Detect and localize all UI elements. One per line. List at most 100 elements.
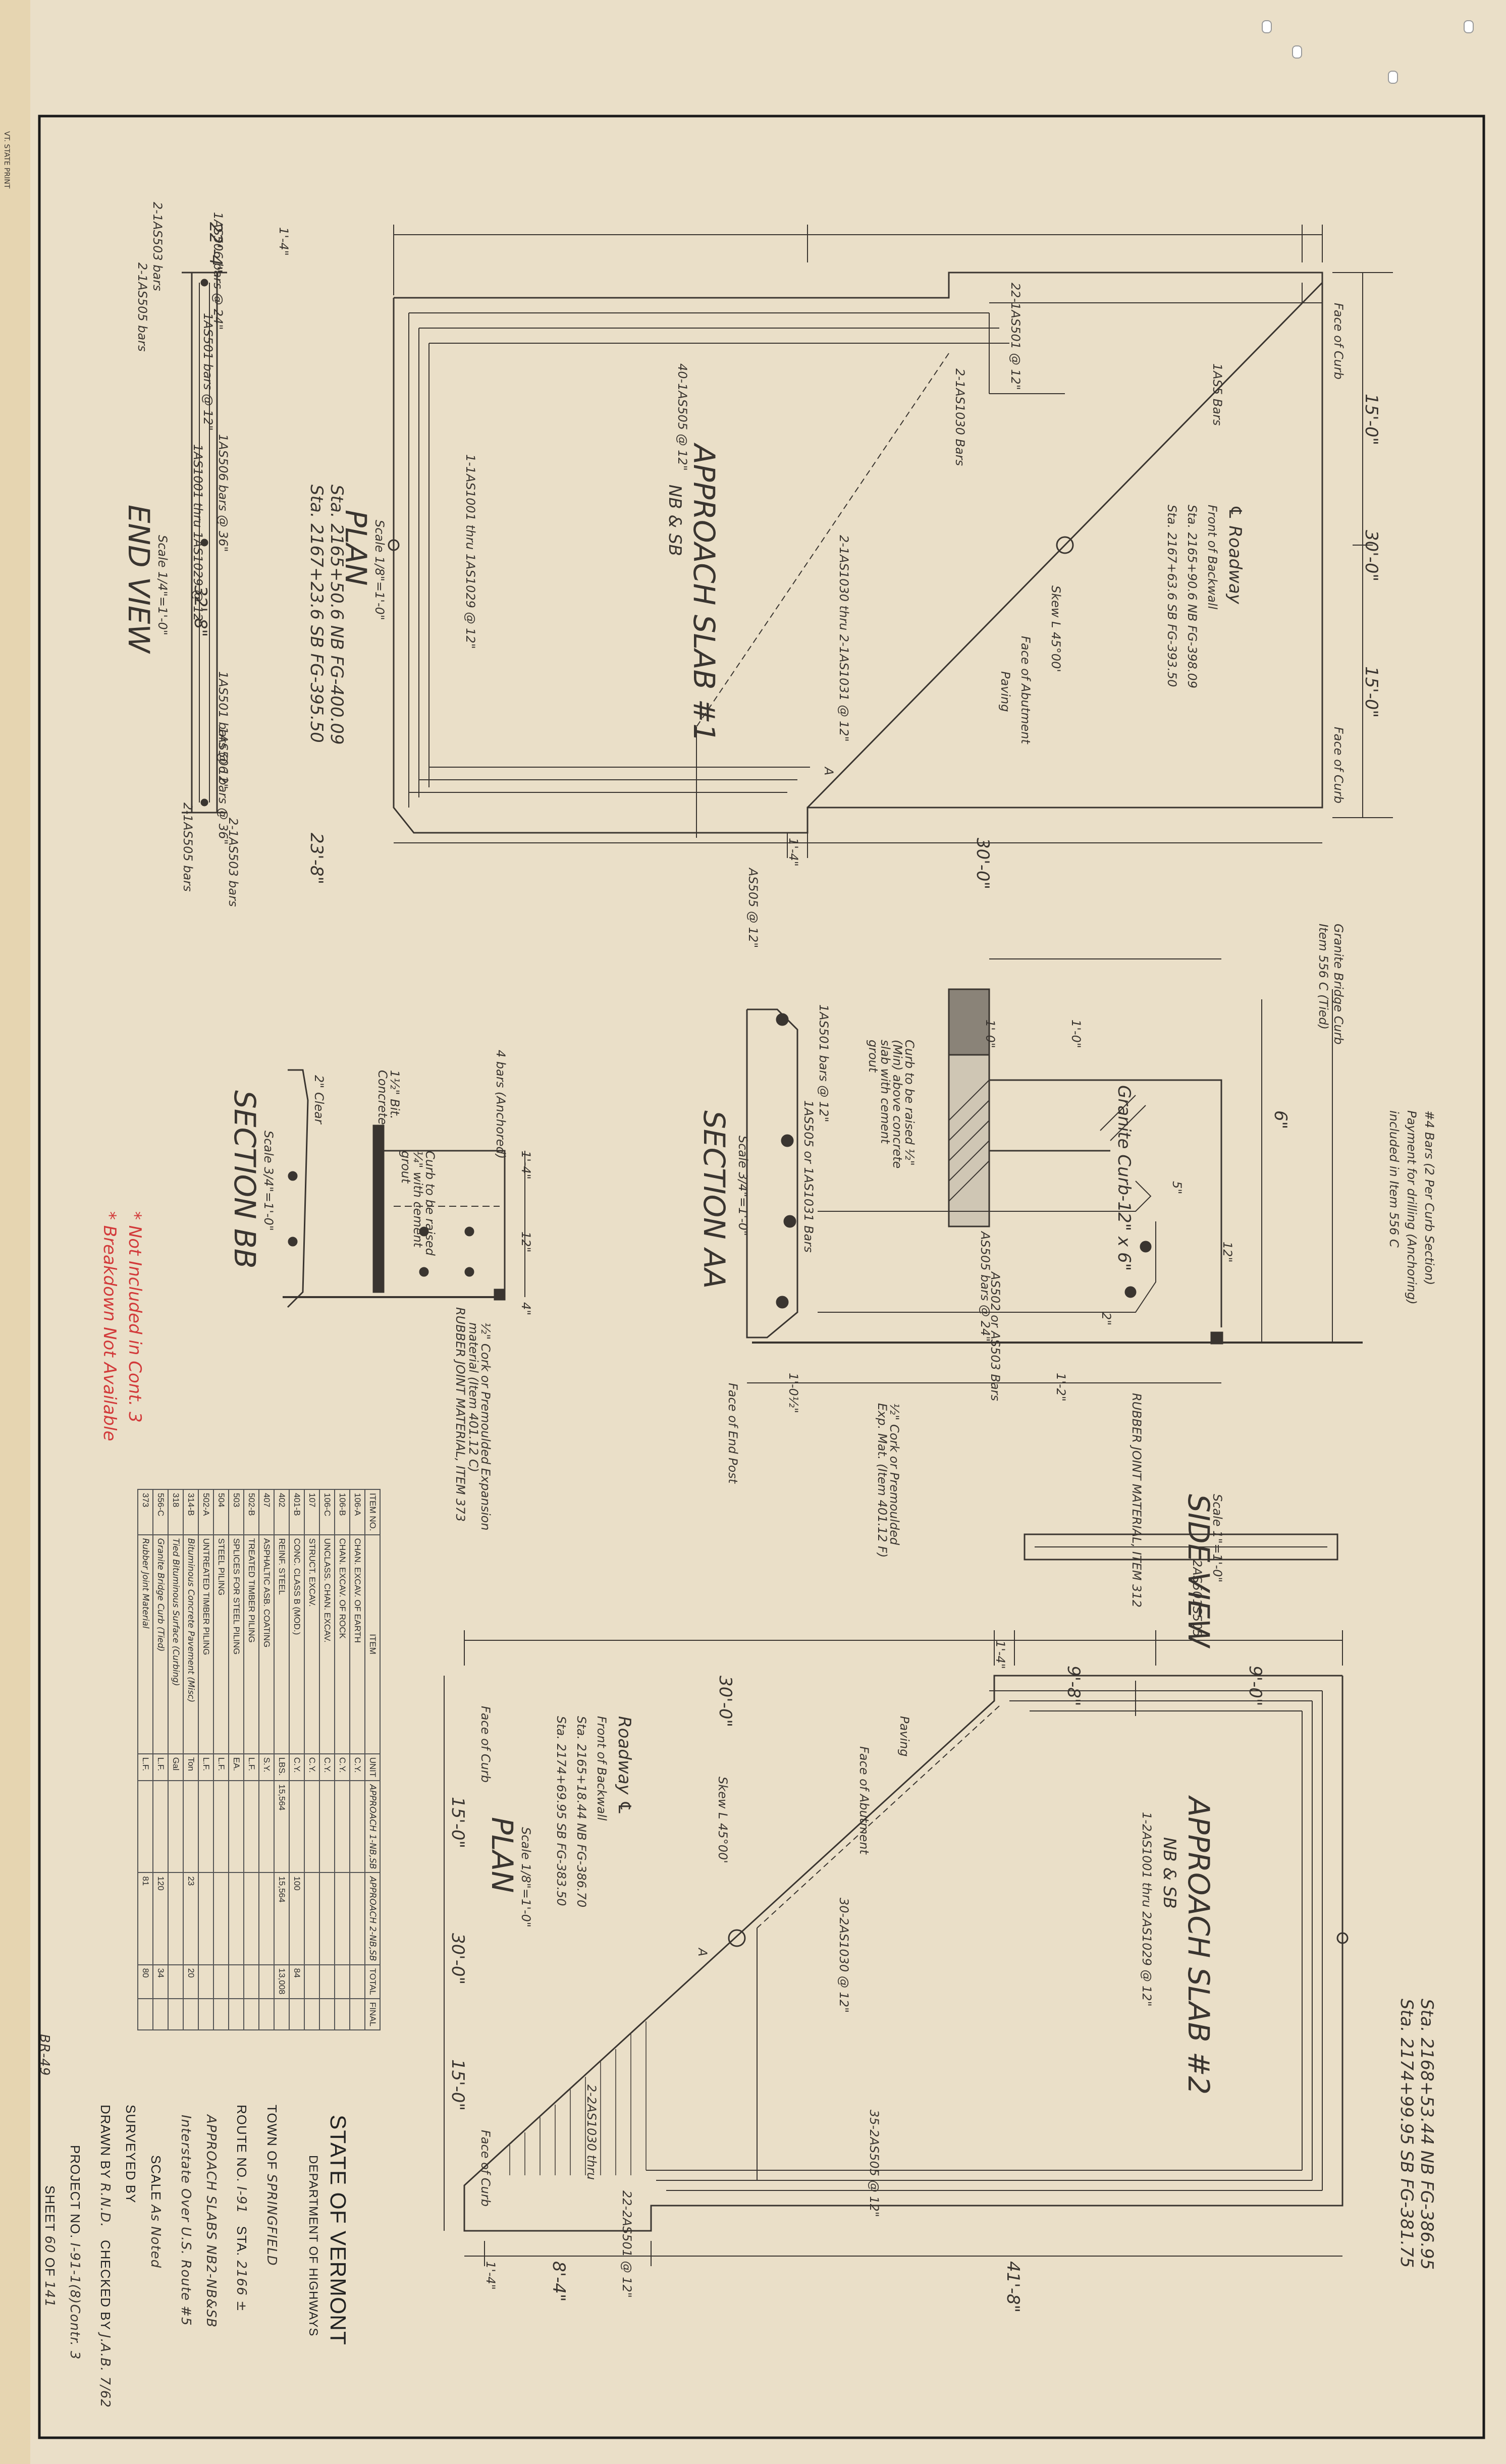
quantities-cell-fin: [138, 1998, 153, 2030]
section-bb-concrete: 1½" Bit. Concrete: [375, 1070, 402, 1125]
slab2-station: Sta. 2168+53.44 NB FG-386.95: [1417, 1999, 1437, 2270]
quantities-cell-fin: [153, 1998, 168, 2030]
title-block-desc2: Interstate Over U.S. Route #5: [178, 2115, 194, 2326]
title-block-desc1: APPROACH SLABS NB2-NB&SB: [203, 2115, 219, 2328]
quantities-cell-q1: [198, 1781, 213, 1873]
section-aa-dim-g: 1'-0½": [786, 1373, 800, 1414]
punch-hole: [1262, 20, 1272, 33]
quantities-cell-tot: [319, 1964, 335, 1999]
quantities-cell-item: SPLICES FOR STEEL PILING: [229, 1534, 244, 1754]
slab1-dim-bottom-left: 23'-8": [306, 833, 327, 885]
desc1-value: APPROACH SLABS NB2-NB&SB: [203, 2115, 219, 2328]
quantities-cell-item: CHAN. EXCAV. OF EARTH: [350, 1534, 365, 1754]
slab1-bars-top: 22-1AS501 @ 12": [1008, 283, 1023, 390]
slab1-bars-corner: 2-1AS1030 Bars: [953, 368, 967, 466]
title-block-sheet-row: SHEET 60 OF 141: [42, 2185, 58, 2308]
end-view-label-5: 1AS1001 thru 1AS1029 @ 12": [191, 444, 205, 627]
qty-header-final: FINAL: [365, 1998, 380, 2030]
title-block-route-row: ROUTE NO. I-91 STA. 2166 ±: [234, 2105, 249, 2312]
quantities-cell-q1: [229, 1781, 244, 1873]
quantities-cell-item: STRUCT. EXCAV.: [304, 1534, 319, 1754]
slab1-plan-outline: [388, 272, 1323, 838]
quantities-cell-tot: 80: [138, 1964, 153, 1999]
slab1-bars-edge: 1AS5 Bars: [1210, 363, 1224, 426]
slab1-paving: Face of Abutment: [1018, 636, 1033, 744]
quantities-cell-q2: [350, 1872, 365, 1965]
drawn-label: DRAWN BY: [98, 2105, 113, 2179]
slab2-sta-nb: Sta. 2165+18.44 NB FG-386.70: [574, 1716, 588, 1908]
quantities-cell-fin: [319, 1998, 335, 2030]
side-view-bar: 2AS501S505: [1190, 1560, 1204, 1637]
slab1-sta-sb: Sta. 2167+63.6 SB FG-393.50: [1165, 505, 1179, 687]
slab2-hatch: [509, 2021, 647, 2175]
quantities-cell-item: Bituminous Concrete Pavement (Misc): [183, 1534, 198, 1754]
section-bb-curb-note: Curb to be raised ¼" with cement grout: [399, 1151, 437, 1256]
section-aa-outline: [746, 958, 1363, 1383]
end-view-label-8: 2-1AS503 bars: [226, 818, 240, 907]
town-label: TOWN OF: [264, 2105, 280, 2170]
section-aa-granite-curb: Granite Curb-12" x 6": [1114, 1085, 1134, 1271]
quantities-cell-unit: Ton: [183, 1753, 198, 1781]
quantities-cell-no: 107: [304, 1489, 319, 1535]
quantities-cell-tot: [213, 1964, 229, 1999]
quantities-cell-fin: [244, 1998, 259, 2030]
drawn-value: R.N.D.: [97, 2182, 113, 2228]
section-aa-bars-top: AS505 @ 12": [746, 868, 760, 948]
slab2-bars-bottom: 35-2AS505 @ 12": [867, 2110, 881, 2217]
slab1-plan-scale: Scale 1/8"=1'-0": [372, 520, 387, 620]
slab2-roadway: Roadway ℄: [614, 1716, 634, 1815]
quantities-cell-no: 402: [274, 1489, 289, 1535]
quantities-cell-no: 502-B: [244, 1489, 259, 1535]
slab1-dim-right-3: 15'-0": [1361, 666, 1381, 718]
slab1-dim-bottom-right: 30'-0": [973, 838, 993, 890]
quantities-cell-item: STEEL PILING: [213, 1534, 229, 1754]
checked-value: J.A.B. 7/62: [97, 2334, 113, 2408]
qty-header-item-no: ITEM NO.: [365, 1489, 380, 1535]
quantities-cell-no: 556-C: [153, 1489, 168, 1535]
punch-hole: [1464, 20, 1474, 33]
title-block-scale-row: SCALE As Noted: [148, 2155, 164, 2268]
slab2-plan-label: PLAN: [485, 1817, 519, 1893]
end-view-label-3: 1AS501 bars @ 12": [201, 313, 215, 431]
section-aa-bars-1001: 1AS501 bars @ 12": [817, 1004, 831, 1122]
quantities-cell-q2: 81: [138, 1872, 153, 1965]
slab2-dim-top-right: 9'-0": [1245, 1666, 1265, 1706]
slab2-front-backwall: Front of Backwall: [595, 1716, 609, 1821]
slab2-title: APPROACH SLAB #2: [1181, 1797, 1216, 2095]
sheet-label: SHEET: [42, 2185, 58, 2232]
margin-note: VT. STATE PRINT: [3, 131, 11, 189]
town-value: SPRINGFIELD: [264, 2174, 279, 2266]
section-bb-title: SECTION BB: [228, 1090, 262, 1269]
side-view-outline: [1024, 1533, 1338, 1561]
quantities-cell-no: 503: [229, 1489, 244, 1535]
slab2-section-mark: A: [695, 1948, 710, 1957]
quantities-cell-unit: L.F.: [138, 1753, 153, 1781]
quantities-cell-tot: [244, 1964, 259, 1999]
section-aa-bars-502: AS502 or AS503 Bars: [988, 1272, 1002, 1401]
quantities-cell-unit: C.Y.: [289, 1753, 304, 1781]
quantities-cell-q1: [183, 1781, 198, 1873]
quantities-cell-q1: [213, 1781, 229, 1873]
quantities-cell-tot: [198, 1964, 213, 1999]
slab1-dim-top-edge: 1'-4": [277, 227, 291, 256]
quantities-cell-fin: [213, 1998, 229, 2030]
quantities-cell-item: CONC. CLASS B (MOD.): [289, 1534, 304, 1754]
project-label: PROJECT NO.: [68, 2145, 83, 2239]
title-block-drawn-row: DRAWN BY R.N.D. CHECKED BY J.A.B. 7/62: [97, 2105, 113, 2408]
scale-value: As Noted: [148, 2205, 163, 2269]
end-view-scale: Scale 1/4"=1'-0": [155, 535, 170, 635]
section-aa-rubber: RUBBER JOINT MATERIAL, ITEM 312: [1129, 1393, 1144, 1608]
slab2-face-of-curb-1: Face of Curb: [478, 1706, 493, 1783]
title-block: STATE OF VERMONT DEPARTMENT OF HIGHWAYS …: [22, 2034, 365, 2448]
quantities-cell-unit: LBS.: [274, 1753, 289, 1781]
quantities-cell-item: Rubber Joint Material: [138, 1534, 153, 1754]
end-view-label-2: 2-1AS505 bars: [135, 262, 149, 352]
slab1-skew: Skew L 45°00': [1049, 585, 1063, 672]
slab2-subtitle: NB & SB: [1159, 1837, 1179, 1909]
